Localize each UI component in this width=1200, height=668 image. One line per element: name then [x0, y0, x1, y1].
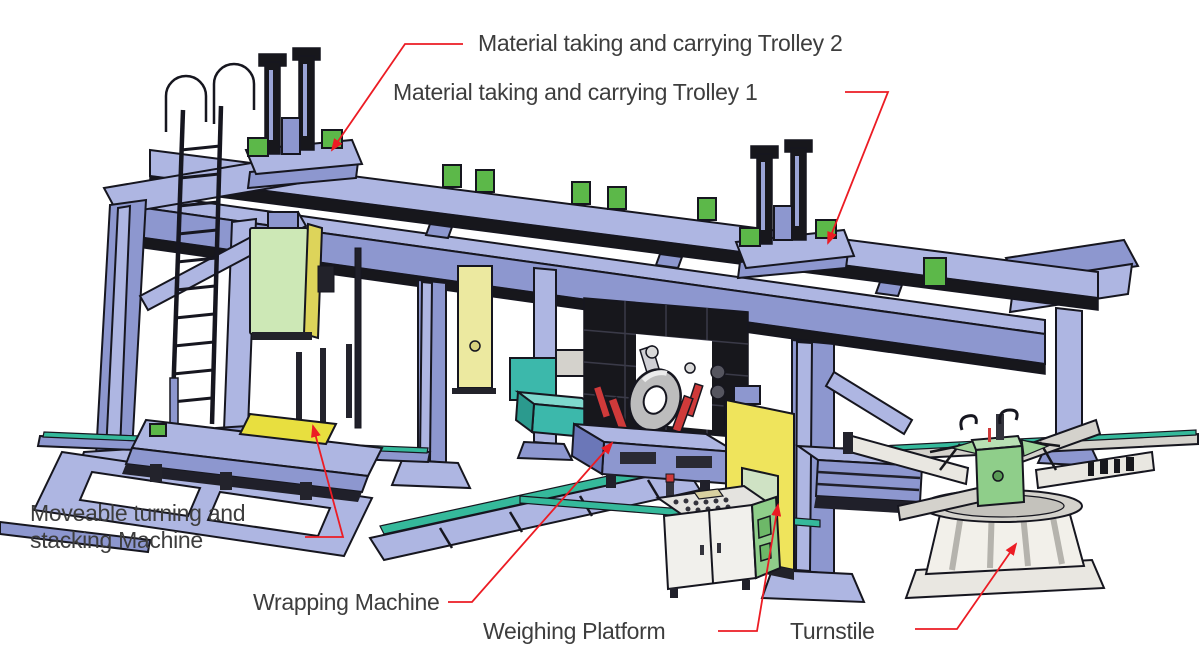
coil-platform: [570, 422, 738, 494]
label-trolley-1: Material taking and carrying Trolley 1: [393, 79, 758, 105]
moveable-stacking-machine: [122, 344, 384, 502]
leader-trolley2: [330, 43, 463, 152]
leader-trolley1: [827, 91, 890, 245]
trolley-1: [734, 139, 856, 280]
leader-moveable: [305, 424, 345, 538]
steel-coil: [628, 368, 682, 432]
hook-icon: [959, 414, 978, 431]
trolley-2: [244, 47, 364, 190]
beam-green-blocks: [442, 164, 947, 287]
wrapping-machine: [570, 297, 749, 494]
label-turnstile: Turnstile: [790, 618, 875, 644]
access-ladder: [164, 62, 256, 429]
label-trolley-2: Material taking and carrying Trolley 2: [478, 30, 843, 56]
leader-wrapping: [448, 441, 614, 603]
leader-turnstile: [915, 542, 1018, 630]
turning-device-panel: [249, 211, 335, 340]
label-moveable-stacking-machine: Moveable turning and stacking Machine: [30, 500, 246, 553]
label-wrapping-machine: Wrapping Machine: [253, 589, 440, 615]
mid-hanging-panel: [452, 265, 496, 394]
label-weighing-platform: Weighing Platform: [483, 618, 666, 644]
hook-icon: [998, 408, 1019, 425]
leader-lines: [305, 43, 1018, 632]
control-cabinet: [655, 473, 782, 598]
leader-weighing: [718, 503, 782, 632]
turnstile: [843, 408, 1156, 600]
